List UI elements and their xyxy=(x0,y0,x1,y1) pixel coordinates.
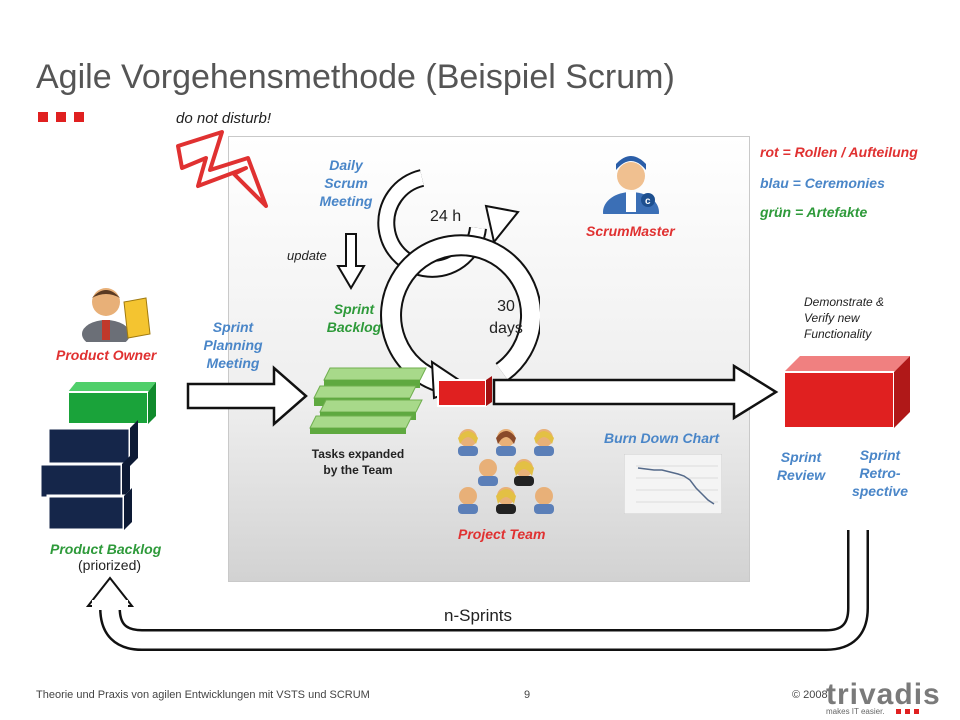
product-owner-icon xyxy=(82,288,151,342)
sprint-backlog-label: Sprint Backlog xyxy=(326,301,382,335)
cycle-days: days xyxy=(489,320,523,337)
lightning-bolt-icon xyxy=(176,130,268,208)
task-stack-icon xyxy=(309,367,427,434)
scrum-master-label: ScrumMaster xyxy=(586,223,675,239)
priorized-label: (priorized) xyxy=(78,557,142,573)
cycle-30: 30 xyxy=(497,298,515,315)
sprint-increment-icon xyxy=(437,376,492,407)
logo-tagline: makes IT easier. xyxy=(826,707,885,716)
svg-text:c: c xyxy=(645,196,651,207)
delivery-arrow-icon xyxy=(492,363,779,421)
demonstrate-label: Demonstrate & Verify new Functionality xyxy=(804,295,885,341)
n-sprints-label: n-Sprints xyxy=(444,606,513,625)
legend-blau: blau = Ceremonies xyxy=(760,175,885,191)
sprint-planning-label: Sprint Planning Meeting xyxy=(203,319,263,371)
project-team-label: Project Team xyxy=(458,526,546,542)
n-sprints-return-arrow-icon xyxy=(85,530,869,651)
burn-down-chart-icon xyxy=(624,454,722,514)
title-dot xyxy=(38,112,48,122)
product-backlog-stack-icon xyxy=(38,382,156,532)
scrum-master-icon: c xyxy=(603,156,659,214)
update-arrow-icon xyxy=(336,233,366,290)
sprint-review-block-icon xyxy=(783,356,910,429)
daily-scrum-label: Daily Scrum Meeting xyxy=(319,157,373,209)
sprint-review-label: Sprint Review xyxy=(776,449,826,483)
title-dot xyxy=(56,112,66,122)
logo-dot xyxy=(914,709,919,714)
footer-title: Theorie und Praxis von agilen Entwicklun… xyxy=(36,689,370,701)
tasks-label: Tasks expanded by the Team xyxy=(311,447,405,477)
do-not-disturb: do not disturb! xyxy=(176,110,272,127)
update-label: update xyxy=(287,248,327,263)
project-team-icon xyxy=(458,429,554,514)
title-dot xyxy=(74,112,84,122)
trivadis-logo: trivadis xyxy=(826,678,941,711)
burn-down-label: Burn Down Chart xyxy=(604,430,720,446)
planning-arrow-icon xyxy=(186,365,308,427)
copyright: © 2008 xyxy=(792,689,828,701)
sprint-retro-label: Sprint Retro-spective xyxy=(851,447,909,499)
cycle-24h: 24 h xyxy=(430,208,462,225)
page-number: 9 xyxy=(524,689,531,701)
legend-gruen: grün = Artefakte xyxy=(760,204,868,220)
page-title: Agile Vorgehensmethode (Beispiel Scrum) xyxy=(36,58,675,96)
logo-dot xyxy=(905,709,910,714)
product-backlog-label: Product Backlog xyxy=(50,541,162,557)
legend-rot: rot = Rollen / Aufteilung xyxy=(760,144,918,160)
product-owner-label: Product Owner xyxy=(56,347,157,363)
logo-dot xyxy=(896,709,901,714)
